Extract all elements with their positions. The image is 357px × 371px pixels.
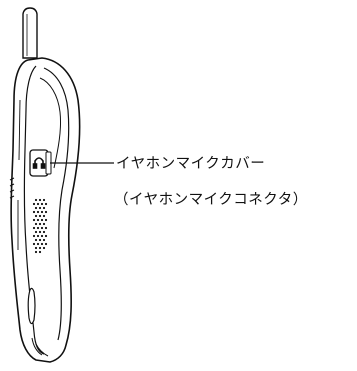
grille-dot — [34, 206, 38, 210]
grille-dot — [36, 234, 40, 238]
grille-dot — [38, 246, 42, 250]
grille-dot — [34, 246, 38, 250]
grille-dot — [36, 242, 40, 246]
grille-dot — [34, 230, 38, 234]
grille-dot — [32, 226, 36, 230]
grille-dot — [38, 214, 42, 218]
grille-dot — [38, 222, 42, 226]
antenna — [22, 7, 38, 59]
grille-dot — [32, 210, 36, 214]
grille-dot — [40, 202, 44, 206]
grille-dot — [32, 242, 36, 246]
grille-dot — [44, 234, 48, 238]
grille-dot — [34, 238, 38, 242]
grille-dot — [32, 218, 36, 222]
microphone-grille — [32, 198, 48, 254]
earphone-mic-cover — [29, 149, 52, 177]
grille-dot — [36, 226, 40, 230]
grille-dot — [38, 198, 42, 202]
grille-dot — [44, 202, 48, 206]
grille-dot — [44, 218, 48, 222]
grille-dot — [40, 234, 44, 238]
grille-dot — [42, 230, 46, 234]
grille-dot — [44, 210, 48, 214]
grille-dot — [38, 230, 42, 234]
grille-dot — [42, 246, 46, 250]
grille-dot — [42, 206, 46, 210]
grille-dot — [38, 238, 42, 242]
grille-dot — [34, 198, 38, 202]
phone-body — [10, 57, 81, 363]
grille-dot — [38, 250, 42, 254]
grille-dot — [44, 242, 48, 246]
grille-dot — [38, 206, 42, 210]
headset-icon — [32, 157, 46, 169]
grille-dot — [32, 234, 36, 238]
grille-dot — [40, 210, 44, 214]
grille-dot — [44, 226, 48, 230]
grille-dot — [32, 202, 36, 206]
grille-dot — [40, 226, 44, 230]
grille-dot — [36, 202, 40, 206]
grille-dot — [34, 222, 38, 226]
grille-dot — [40, 218, 44, 222]
grille-dot — [36, 210, 40, 214]
lower-slot — [27, 287, 36, 325]
grille-dot — [36, 218, 40, 222]
grille-dot — [42, 198, 46, 202]
callout-label-earphone-mic-connector: （イヤホンマイクコネクタ） — [114, 192, 308, 208]
bottom-rim — [31, 337, 49, 357]
grille-dot — [42, 214, 46, 218]
grille-dot — [34, 214, 38, 218]
grille-dot — [42, 222, 46, 226]
grille-dot — [34, 250, 38, 254]
callout-label-earphone-mic-cover: イヤホンマイクカバー — [116, 156, 266, 172]
grille-dot — [40, 242, 44, 246]
grille-dot — [42, 238, 46, 242]
side-keys — [9, 177, 15, 199]
